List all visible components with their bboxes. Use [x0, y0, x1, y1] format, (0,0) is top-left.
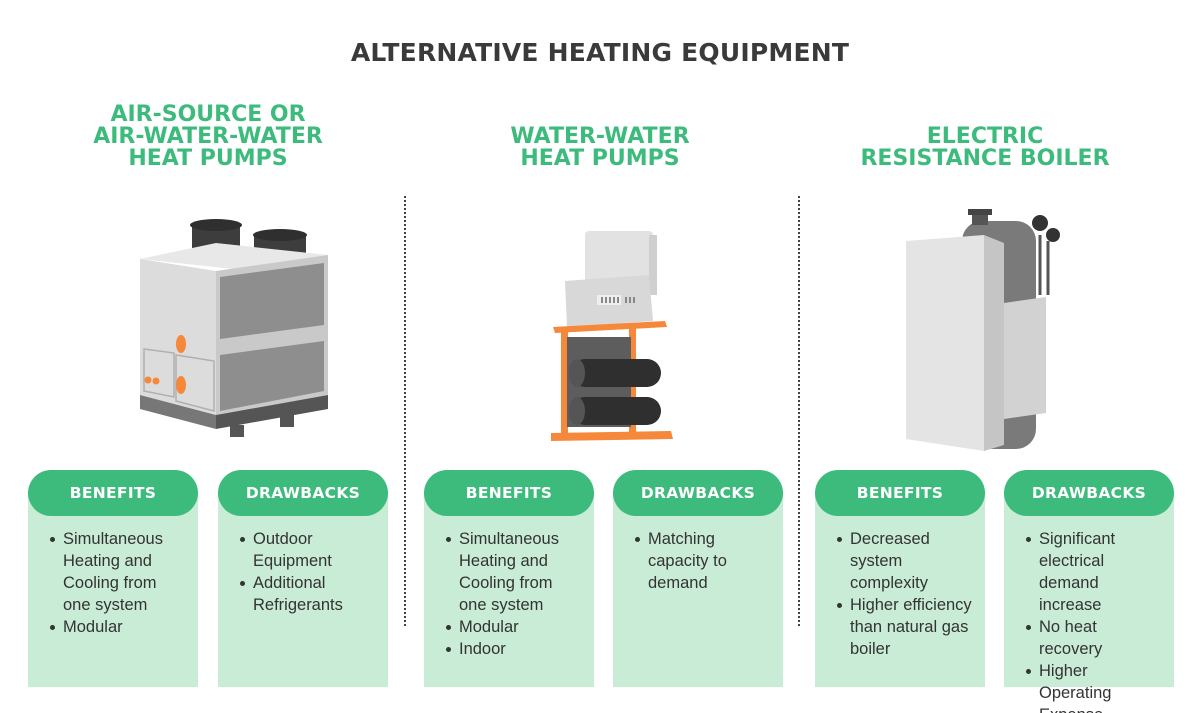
- benefits-card: BENEFITS Decreased system complexity Hig…: [815, 470, 985, 687]
- drawbacks-card: DRAWBACKS Outdoor Equipment Additional R…: [218, 470, 388, 687]
- drawbacks-header: DRAWBACKS: [1004, 470, 1174, 516]
- drawbacks-card: DRAWBACKS Matching capacity to demand: [613, 470, 783, 687]
- list-item: Simultaneous Heating and Cooling from on…: [50, 528, 188, 616]
- list-item: Matching capacity to demand: [635, 528, 773, 594]
- benefits-list: Simultaneous Heating and Cooling from on…: [28, 516, 198, 638]
- drawbacks-header: DRAWBACKS: [613, 470, 783, 516]
- title-line: HEAT PUMPS: [128, 146, 288, 171]
- list-item: Higher Operating Expense: [1026, 660, 1164, 713]
- list-item: Significant electrical demand increase: [1026, 528, 1164, 616]
- benefits-list: Decreased system complexity Higher effic…: [815, 516, 985, 660]
- benefits-card: BENEFITS Simultaneous Heating and Coolin…: [424, 470, 594, 687]
- drawbacks-list: Matching capacity to demand: [613, 516, 783, 594]
- column-title-electric-boiler: ELECTRIC RESISTANCE BOILER: [820, 126, 1150, 170]
- title-line: HEAT PUMPS: [520, 146, 680, 171]
- list-item: No heat recovery: [1026, 616, 1164, 660]
- list-item: Modular: [50, 616, 188, 638]
- title-line: AIR-WATER-WATER: [93, 124, 323, 149]
- list-item: Decreased system complexity: [837, 528, 975, 594]
- title-line: WATER-WATER: [510, 124, 690, 149]
- title-line: ELECTRIC: [926, 124, 1044, 149]
- drawbacks-list: Significant electrical demand increase N…: [1004, 516, 1174, 713]
- drawbacks-header: DRAWBACKS: [218, 470, 388, 516]
- benefits-card: BENEFITS Simultaneous Heating and Coolin…: [28, 470, 198, 687]
- title-line: AIR-SOURCE OR: [110, 102, 306, 127]
- column-divider: [798, 196, 800, 626]
- benefits-header: BENEFITS: [815, 470, 985, 516]
- list-item: Outdoor Equipment: [240, 528, 378, 572]
- list-item: Higher efficiency than natural gas boile…: [837, 594, 975, 660]
- title-line: RESISTANCE BOILER: [860, 146, 1110, 171]
- benefits-list: Simultaneous Heating and Cooling from on…: [424, 516, 594, 660]
- drawbacks-card: DRAWBACKS Significant electrical demand …: [1004, 470, 1174, 713]
- column-title-air-source: AIR-SOURCE OR AIR-WATER-WATER HEAT PUMPS: [48, 104, 368, 170]
- list-item: Indoor: [446, 638, 584, 660]
- list-item: Simultaneous Heating and Cooling from on…: [446, 528, 584, 616]
- column-divider: [404, 196, 406, 626]
- drawbacks-list: Outdoor Equipment Additional Refrigerant…: [218, 516, 388, 616]
- benefits-header: BENEFITS: [424, 470, 594, 516]
- benefits-header: BENEFITS: [28, 470, 198, 516]
- column-title-water-water: WATER-WATER HEAT PUMPS: [440, 126, 760, 170]
- list-item: Modular: [446, 616, 584, 638]
- electric-boiler-icon: [906, 209, 1060, 451]
- list-item: Additional Refrigerants: [240, 572, 378, 616]
- water-water-heat-pump-icon: [551, 231, 673, 441]
- page-title: ALTERNATIVE HEATING EQUIPMENT: [350, 38, 850, 67]
- air-source-heat-pump-icon: [140, 219, 328, 437]
